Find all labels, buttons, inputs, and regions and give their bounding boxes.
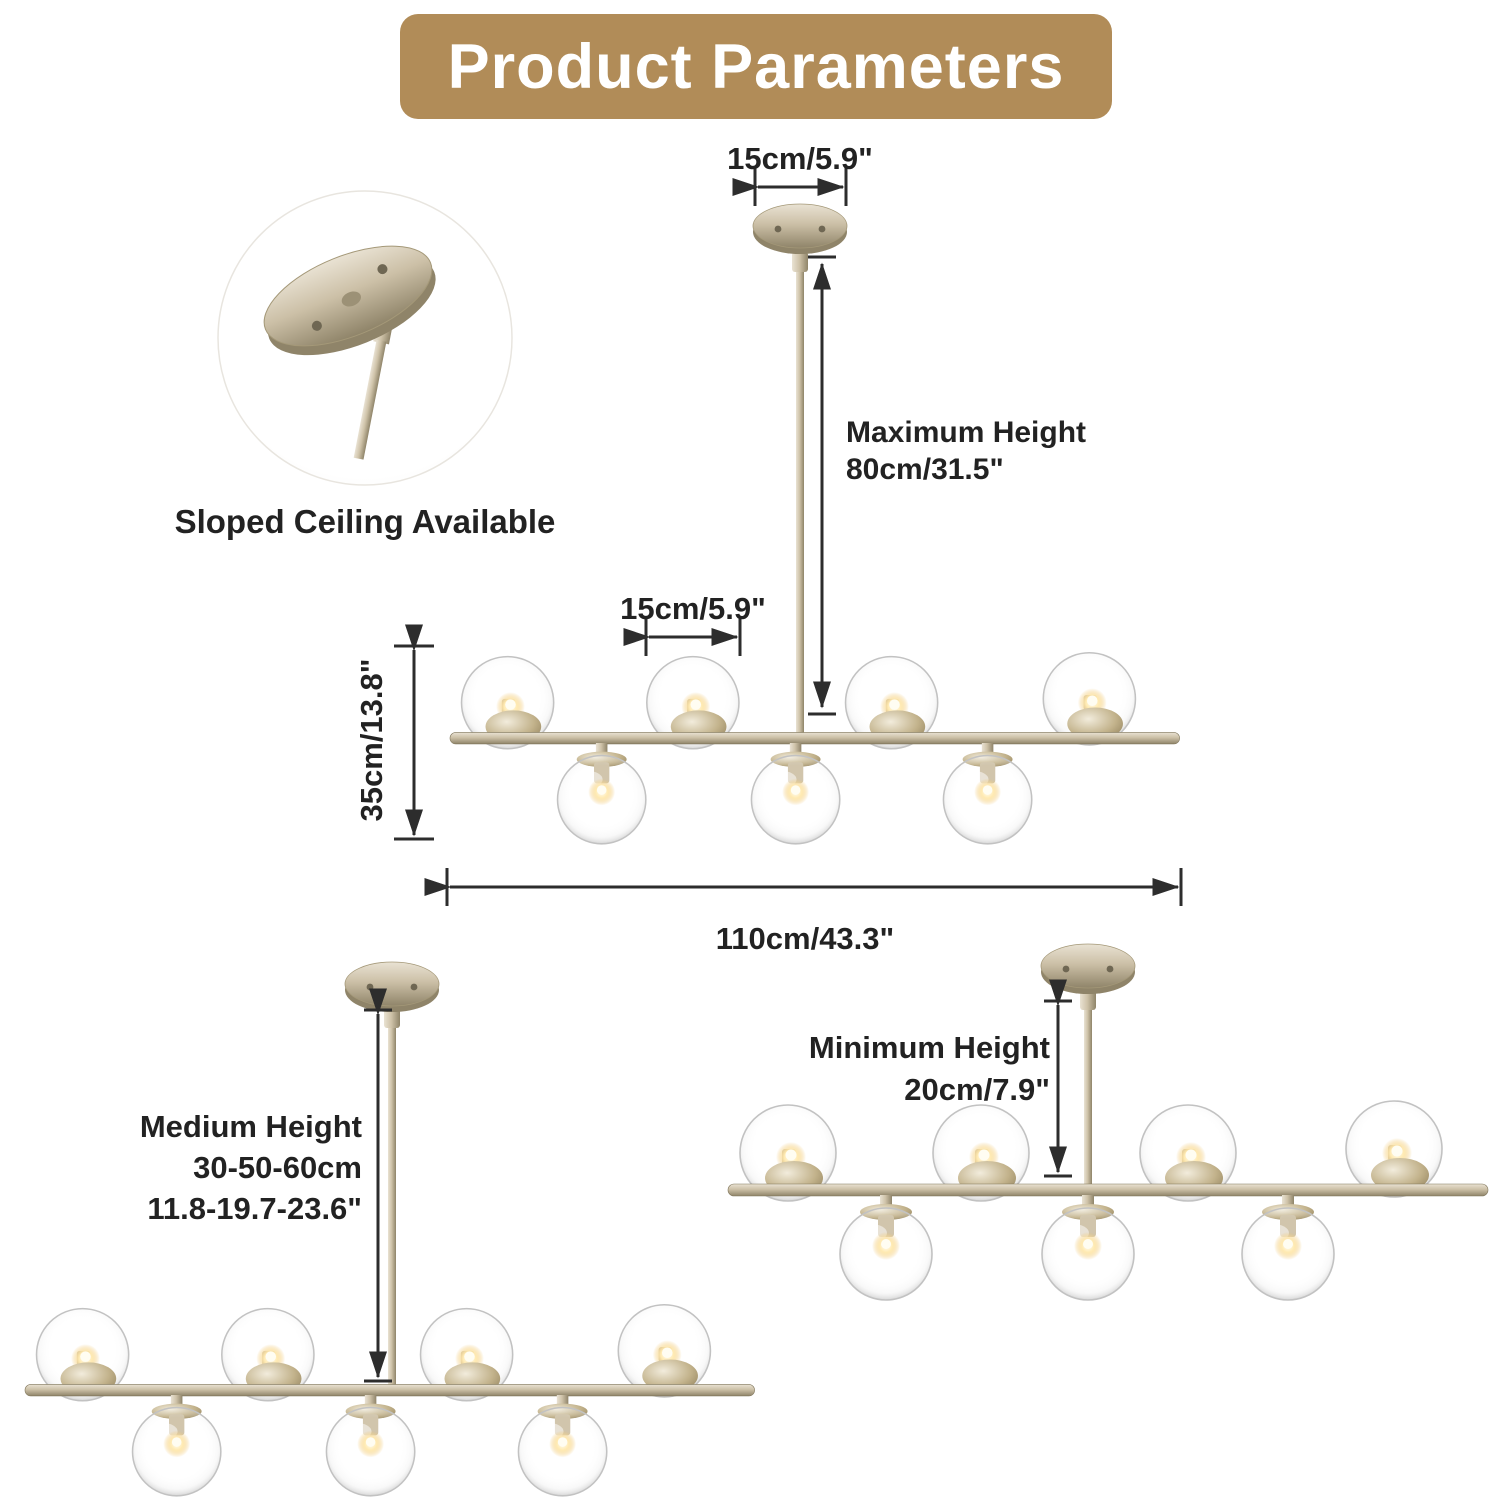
minimum-height-label: Minimum Height [808,1030,1050,1065]
max-height-label: Maximum Height [846,416,1087,449]
medium-height-value-inch: 11.8-19.7-23.6" [147,1191,362,1226]
page-title: Product Parameters [400,14,1112,119]
medium-height-label: Medium Height [139,1109,362,1144]
medium-height-label-block: Medium Height 30-50-60cm 11.8-19.7-23.6" [60,1106,362,1229]
fixture-width-dimension [424,868,1183,906]
fixture-height-dimension [394,624,434,841]
medium-height-value-cm: 30-50-60cm [193,1150,362,1185]
max-height-value: 80cm/31.5" [846,453,1004,486]
minimum-height-chandelier-figure [727,943,1489,1301]
globe-spacing-dimension [623,618,742,656]
sloped-ceiling-inset [217,190,513,486]
max-height-label-block: Maximum Height 80cm/31.5" [846,414,1086,488]
fixture-width-label: 110cm/43.3" [715,921,895,956]
max-height-dimension [808,255,836,716]
minimum-height-dimension [1044,979,1072,1178]
globe-spacing-label: 15cm/5.9" [620,591,766,626]
canopy-width-dimension [732,168,848,206]
fixture-height-label: 35cm/13.8" [354,658,389,822]
main-chandelier-figure [449,203,1181,845]
sloped-ceiling-label: Sloped Ceiling Available [174,503,556,540]
medium-height-chandelier-figure [24,961,756,1497]
minimum-height-value: 20cm/7.9" [904,1072,1050,1107]
medium-height-dimension [364,988,392,1383]
sloped-canopy-graphic [263,245,436,460]
canopy-width-label: 15cm/5.9" [727,141,873,176]
minimum-height-label-block: Minimum Height 20cm/7.9" [748,1027,1050,1111]
